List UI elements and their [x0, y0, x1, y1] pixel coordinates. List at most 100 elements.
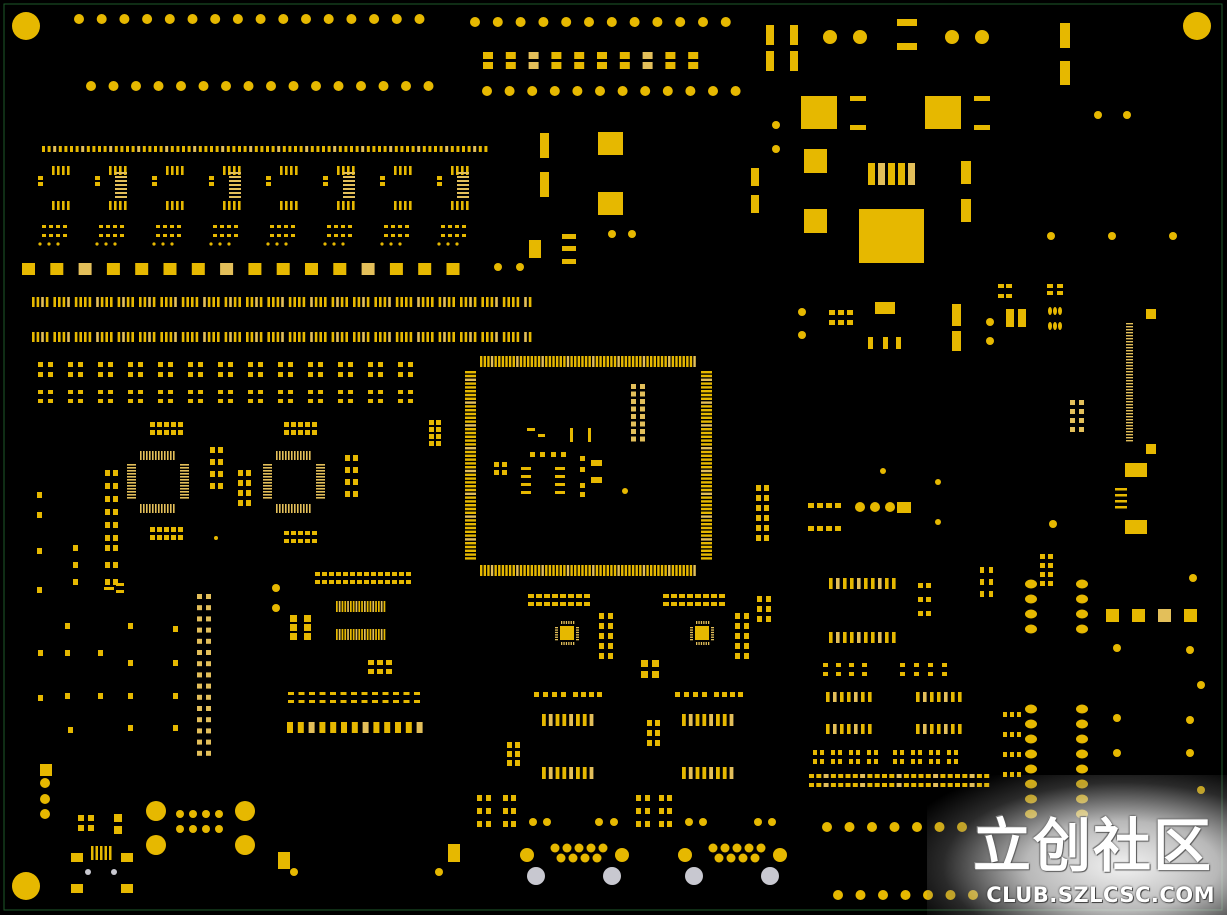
mcu-lqfp-pin: [527, 356, 530, 367]
driver-grid-top: [108, 362, 113, 367]
sot-row: [868, 163, 875, 185]
mcu-lqfp-pin: [701, 401, 712, 404]
res-array-row-2: [357, 332, 361, 342]
bottom-right-array-a: [969, 774, 975, 778]
through-hole-pad: [685, 818, 693, 826]
fine-pitch-pin: [229, 188, 241, 190]
soic-4: [702, 767, 707, 779]
top-fine-row: [64, 146, 68, 152]
smd-pad: [874, 750, 878, 755]
mcu-lqfp-pin: [487, 565, 490, 576]
driver-grid-bottom: [368, 399, 373, 403]
right-fine-connector: [1126, 335, 1133, 337]
top-fine-row: [417, 146, 421, 152]
top-fine-row: [271, 146, 275, 152]
driver-grid-top: [128, 372, 133, 377]
bottom-right-array-a: [889, 774, 895, 778]
bottom-right-array-b: [852, 783, 858, 787]
top-fine-row: [238, 146, 241, 152]
res-array-row-1: [443, 297, 446, 307]
top-mid-pairs-a: [597, 52, 607, 59]
driver-grid-bottom: [258, 390, 263, 394]
smd-pad: [298, 539, 303, 543]
top-fine-row: [193, 146, 197, 152]
mcu-lqfp-pin: [581, 565, 584, 576]
smd-pad: [918, 750, 922, 755]
top-caps-grid: [334, 234, 338, 237]
soic-9: [861, 724, 865, 734]
mcu-lqfp-pin: [465, 374, 476, 378]
mcu-lqfp-pin: [508, 565, 512, 576]
smd-pad: [667, 808, 672, 814]
ic-pin: [57, 201, 60, 210]
db9-pin: [714, 853, 724, 863]
top-fine-row: [266, 146, 269, 152]
driver-grid-bottom: [338, 399, 343, 403]
res-array-row-2: [353, 332, 356, 342]
res-array-row-2: [395, 332, 399, 342]
smd-pad: [868, 337, 873, 349]
via-or-pad: [40, 809, 50, 819]
mounting-hole: [12, 872, 40, 900]
tssop-2: [358, 629, 361, 640]
smd-pad: [437, 182, 442, 186]
led-row: [135, 263, 149, 275]
smd-pad: [1048, 554, 1053, 559]
ic-qfp-left-pin: [180, 470, 189, 472]
via-or-pad: [235, 801, 255, 821]
mcu-lqfp-pin: [519, 565, 523, 576]
ic-pin: [228, 166, 231, 175]
top-caps-grid: [170, 234, 174, 237]
smd-pad: [555, 491, 565, 494]
mcu-lqfp-pin: [483, 356, 487, 367]
right-fine-connector: [1126, 329, 1133, 331]
smd-pad: [568, 594, 574, 598]
ic-pin: [456, 201, 459, 210]
mcu-lqfp-pin: [689, 565, 693, 576]
top-caps-grid: [63, 234, 67, 237]
bottom-right-array-b: [896, 783, 902, 787]
soic-4: [682, 767, 686, 779]
header-top-left-row2: [221, 81, 231, 91]
ic-qfp-right-pin: [297, 504, 299, 513]
smd-pad: [900, 663, 905, 667]
top-caps-grid: [56, 234, 60, 237]
mcu-side-grid: [640, 406, 645, 412]
smd-pad: [647, 740, 652, 746]
mcu-lqfp-pin: [512, 356, 515, 367]
smd-pad: [552, 602, 558, 606]
top-fine-row: [92, 146, 96, 152]
res-array-row-2: [405, 332, 408, 342]
driver-grid-top: [258, 372, 263, 377]
via-or-pad: [1113, 749, 1121, 757]
ic-qfp-right-pin: [316, 467, 325, 469]
smd-pad: [218, 459, 223, 465]
db9-pin: [726, 853, 736, 863]
driver-grid-top: [408, 362, 413, 367]
connector-pin: [215, 825, 223, 833]
mcu-lqfp-pin: [701, 454, 712, 457]
header-top-left-row1: [414, 14, 425, 24]
soic-10: [916, 724, 920, 734]
bottom-right-array-a: [845, 774, 851, 778]
top-mid-pairs-b: [688, 62, 699, 69]
fine-column-left: [206, 661, 211, 667]
smd-pad: [368, 669, 374, 674]
soic-2: [688, 714, 693, 726]
top-mid-pairs-a: [574, 52, 585, 59]
res-array-row-2: [88, 332, 92, 342]
top-caps-grid: [327, 234, 331, 237]
smd-pad: [911, 759, 915, 764]
smd-pad: [608, 653, 613, 659]
via: [275, 242, 279, 246]
led-row: [163, 263, 177, 275]
ic-qfp-left-pin: [143, 451, 145, 460]
mcu-lqfp-pin: [668, 565, 671, 576]
top-fine-row: [81, 146, 85, 152]
mcu-lqfp-pin: [628, 565, 631, 576]
smd-pad: [1003, 752, 1007, 757]
soic-8: [937, 692, 941, 702]
mcu-lqfp-pin: [701, 447, 712, 450]
vertical-pad: [952, 304, 961, 326]
smd-pad: [1040, 563, 1045, 568]
